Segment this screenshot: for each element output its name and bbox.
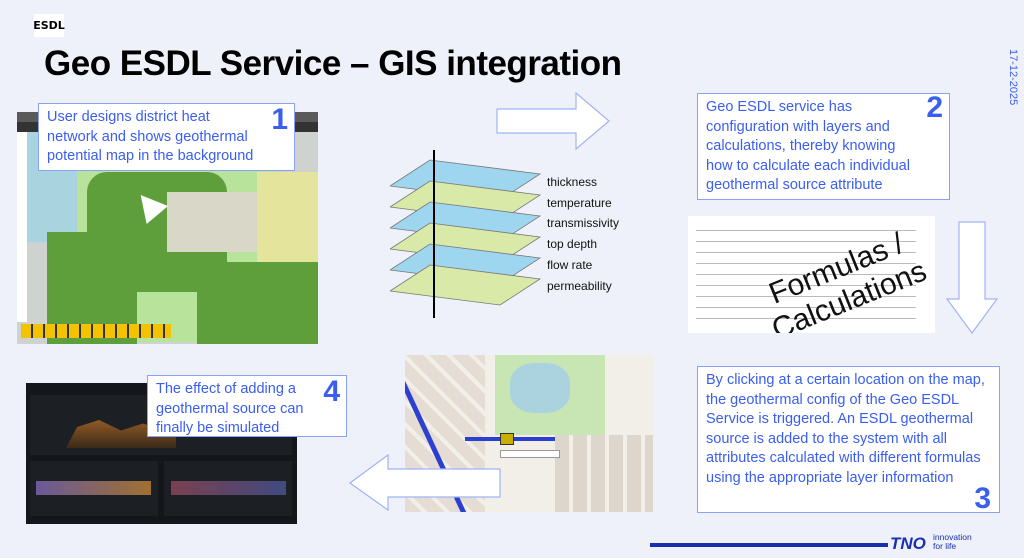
map-toolbar[interactable] xyxy=(21,324,171,338)
step-1-number: 1 xyxy=(271,103,288,136)
step-3-number: 3 xyxy=(974,481,991,515)
tno-logo: TNO xyxy=(890,534,926,553)
layer-label: permeability xyxy=(547,279,612,293)
layer-label: temperature xyxy=(547,196,612,210)
date: 17-12-2025 xyxy=(1007,49,1019,106)
step-2-number: 2 xyxy=(926,91,943,124)
esdl-badge: ESDL xyxy=(33,14,65,37)
tno-tagline: innovation for life xyxy=(933,532,972,551)
arrow-down-icon xyxy=(946,221,998,335)
page-title: Geo ESDL Service – GIS integration xyxy=(44,44,622,83)
layer-label: transmissivity xyxy=(547,216,620,230)
step-4-text: The effect of adding a geothermal source… xyxy=(156,381,304,436)
step-1-callout: User designs district heat network and s… xyxy=(38,103,295,171)
geothermal-source-marker[interactable] xyxy=(500,433,514,445)
step-1-text: User designs district heat network and s… xyxy=(47,109,254,164)
formulas-document: Formulas / Calculations xyxy=(688,216,935,333)
footer-line xyxy=(650,543,888,547)
layer-label: thickness xyxy=(547,175,598,189)
step-3-callout: By clicking at a certain location on the… xyxy=(697,366,1000,513)
layer-stack-diagram xyxy=(390,150,542,318)
step-4-callout: The effect of adding a geothermal source… xyxy=(147,375,347,437)
step-3-text: By clicking at a certain location on the… xyxy=(706,372,985,486)
layer-plane xyxy=(390,264,542,306)
step-2-callout: Geo ESDL service has configuration with … xyxy=(697,93,950,200)
osm-map-screenshot[interactable] xyxy=(405,355,653,512)
arrow-right-icon xyxy=(496,92,610,150)
layer-label: top depth xyxy=(547,237,598,251)
arrow-left-icon xyxy=(348,454,501,512)
step-2-text: Geo ESDL service has configuration with … xyxy=(706,99,910,193)
step-4-number: 4 xyxy=(323,375,340,408)
layer-label: flow rate xyxy=(547,258,593,272)
